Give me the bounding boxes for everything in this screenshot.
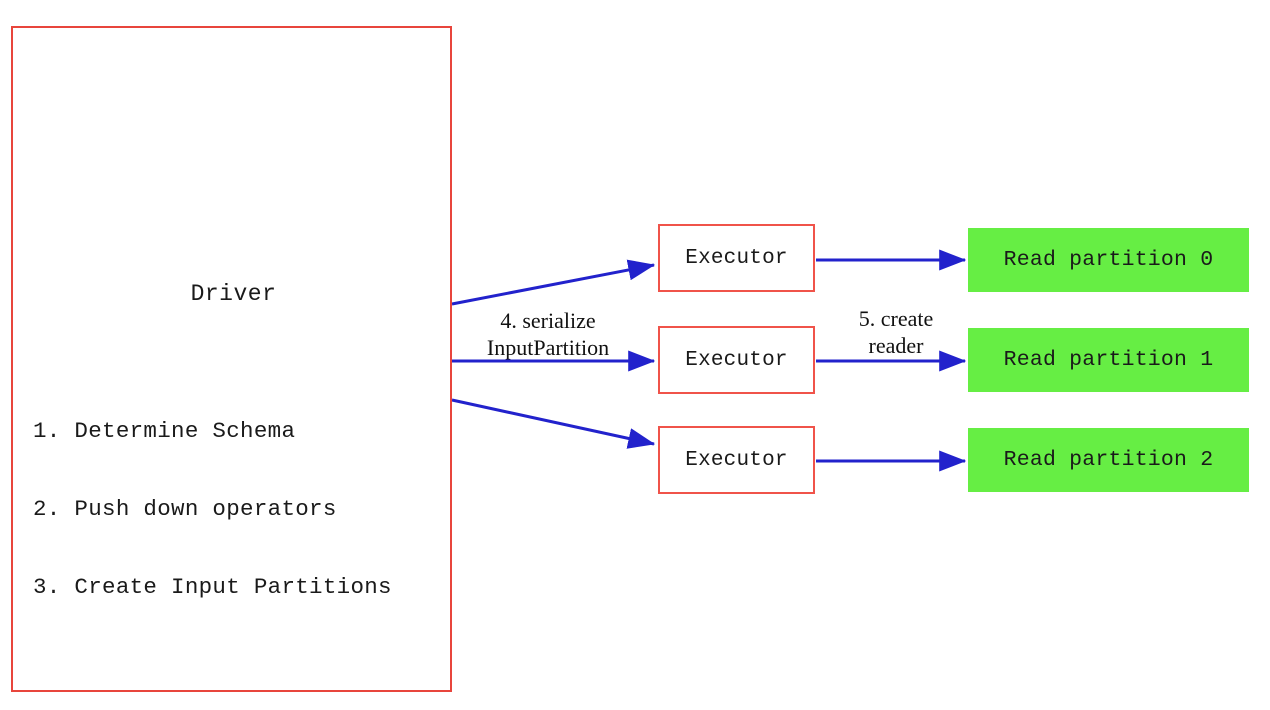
edge-label-serialize-inputpartition: 4. serialize InputPartition [458, 307, 638, 361]
partition-box-0: Read partition 0 [968, 228, 1249, 292]
partition-label-2: Read partition 2 [1003, 448, 1214, 472]
driver-step-1: 1. Determine Schema [33, 418, 296, 444]
executor-label-1: Executor [685, 348, 788, 372]
driver-step-3: 3. Create Input Partitions [33, 574, 392, 600]
executor-box-1: Executor [658, 326, 815, 394]
edge-label-create-line-2: reader [868, 333, 924, 358]
edge-label-serialize-line-1: 4. serialize [500, 308, 596, 333]
partition-box-2: Read partition 2 [968, 428, 1249, 492]
driver-steps-list: 1. Determine Schema 2. Push down operato… [33, 366, 392, 652]
edge-label-create-line-1: 5. create [858, 306, 934, 331]
edge-label-serialize-line-2: InputPartition [486, 335, 610, 360]
partition-label-1: Read partition 1 [1003, 348, 1214, 372]
edge-label-create-reader: 5. create reader [826, 305, 966, 359]
executor-label-0: Executor [685, 246, 788, 270]
driver-box: Driver 1. Determine Schema 2. Push down … [11, 26, 452, 692]
executor-box-0: Executor [658, 224, 815, 292]
executor-box-2: Executor [658, 426, 815, 494]
edge-driver-to-executor-0 [451, 259, 656, 306]
partition-label-0: Read partition 0 [1003, 248, 1214, 272]
partition-box-1: Read partition 1 [968, 328, 1249, 392]
driver-step-2: 2. Push down operators [33, 496, 337, 522]
edge-driver-to-executor-2 [451, 398, 656, 449]
executor-label-2: Executor [685, 448, 788, 472]
driver-title: Driver [190, 281, 277, 307]
